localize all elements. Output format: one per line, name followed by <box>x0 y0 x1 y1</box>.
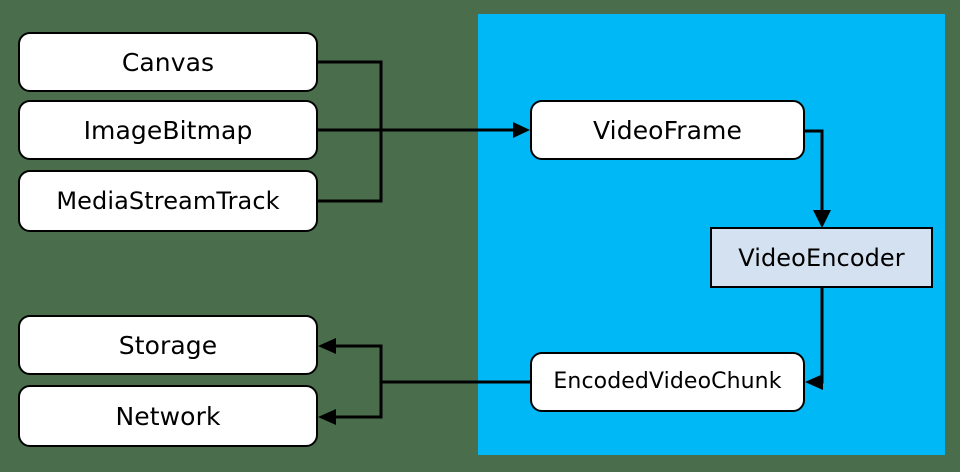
node-canvas[interactable]: Canvas <box>18 32 318 92</box>
node-videoencoder[interactable]: VideoEncoder <box>710 227 933 288</box>
node-encodedvideochunk[interactable]: EncodedVideoChunk <box>530 352 805 412</box>
edge-chunk-to-storage <box>327 344 383 382</box>
node-canvas-label: Canvas <box>121 47 215 77</box>
node-mediastreamtrack[interactable]: MediaStreamTrack <box>18 170 318 232</box>
node-storage-label: Storage <box>118 330 218 360</box>
edge-canvas-to-videoframe <box>318 60 383 130</box>
node-network-label: Network <box>115 401 221 431</box>
node-videoframe[interactable]: VideoFrame <box>530 100 805 160</box>
node-encodedvideochunk-label: EncodedVideoChunk <box>553 369 782 394</box>
node-network[interactable]: Network <box>18 385 318 447</box>
edge-mediastreamtrack-to-videoframe <box>318 130 383 203</box>
arrow-head-storage-in <box>318 338 336 354</box>
node-videoframe-label: VideoFrame <box>593 115 742 145</box>
node-videoencoder-label: VideoEncoder <box>738 243 905 272</box>
arrow-head-network-in <box>318 409 336 425</box>
edge-chunk-to-network <box>327 382 383 419</box>
node-imagebitmap[interactable]: ImageBitmap <box>18 100 318 160</box>
node-storage[interactable]: Storage <box>18 315 318 375</box>
node-imagebitmap-label: ImageBitmap <box>83 115 253 145</box>
node-mediastreamtrack-label: MediaStreamTrack <box>56 187 280 215</box>
